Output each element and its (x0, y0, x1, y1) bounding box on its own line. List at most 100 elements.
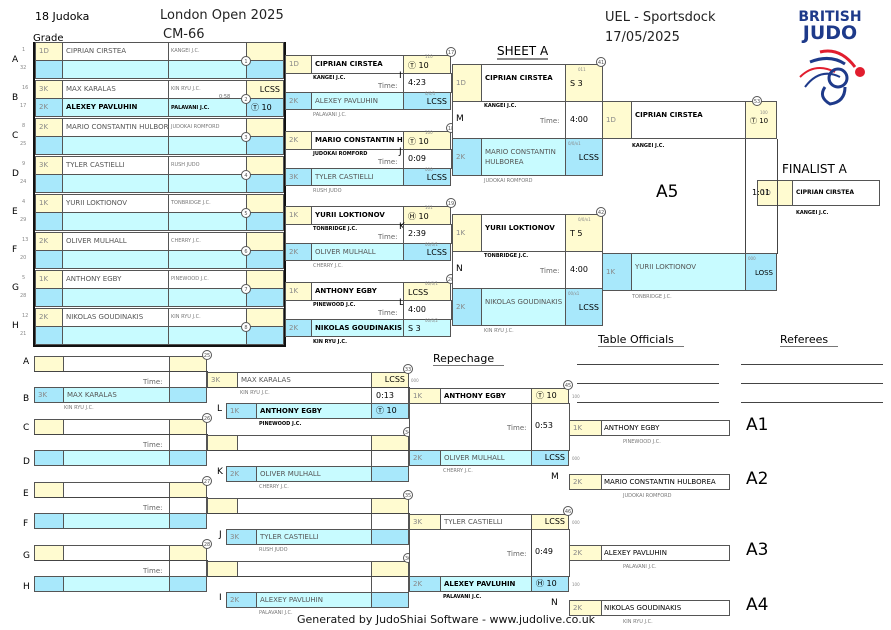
competitor-name[interactable]: MARIO CONSTANTIN HULBOREA (311, 131, 404, 150)
competitor-name[interactable]: YURII LOKTIONOV (481, 214, 566, 252)
placement-label: A1 (746, 415, 769, 435)
competitor-name[interactable] (63, 576, 170, 592)
competitor-name[interactable]: OLIVER MULHALL (311, 243, 404, 261)
competitor-name[interactable] (62, 326, 169, 345)
competitor-name[interactable] (62, 250, 169, 269)
competitor-name[interactable] (63, 450, 170, 466)
club-name: CHERRY J.C. (313, 263, 343, 269)
competitor-name[interactable] (237, 561, 372, 577)
seed-number: 17 (20, 103, 27, 109)
competitor-name[interactable] (62, 288, 169, 307)
official-signature-line[interactable] (577, 364, 719, 365)
competitor-name[interactable]: MAX KARALAS (62, 80, 169, 99)
competitor-name[interactable]: MARIO CONSTANTIN HULBOREA (601, 474, 730, 490)
competitor-name[interactable]: CIPRIAN CIRSTEA (631, 101, 746, 139)
grade-cell: 3K (409, 514, 441, 530)
club-name: RUSH JUDO (259, 547, 288, 553)
competitor-name[interactable]: ANTHONY EGBY (601, 420, 730, 436)
grade-cell (35, 326, 63, 345)
grade-cell: 2K (285, 131, 312, 150)
competitor-name[interactable]: MARIO CONSTANTIN HULBOREA (62, 118, 169, 137)
grade-cell: 2K (569, 600, 602, 616)
seed-number: 12 (22, 313, 29, 319)
competitor-name[interactable]: ALEXEY PAVLUHIN (440, 576, 532, 592)
competitor-name[interactable]: OLIVER MULHALL (440, 450, 532, 466)
club-cell (168, 250, 247, 269)
competitor-name[interactable]: YURII LOKTIONOV (631, 253, 746, 291)
grade-cell (34, 450, 64, 466)
grade-cell: 1D (285, 55, 312, 74)
competitor-name[interactable]: NIKOLAS GOUDINAKIS (601, 600, 730, 616)
competitor-name[interactable]: TYLER CASTIELLI (440, 514, 532, 530)
competitor-name[interactable] (63, 513, 170, 529)
match-number: 35 (403, 490, 413, 500)
club-name: PALAVANI J.C. (443, 594, 482, 600)
competitor-name[interactable] (63, 356, 170, 372)
competitor-name[interactable]: YURII LOKTIONOV (311, 206, 404, 225)
club-cell (168, 212, 247, 231)
logo-line1: BRITISH (798, 9, 862, 25)
official-signature-line[interactable] (577, 383, 719, 384)
competitor-name[interactable] (63, 482, 170, 498)
match-number: 8 (241, 322, 251, 332)
competitor-name[interactable]: YURII LOKTIONOV (62, 194, 169, 213)
competitor-name[interactable] (237, 498, 372, 514)
competitor-name[interactable]: OLIVER MULHALL (62, 232, 169, 251)
competitor-name[interactable]: ANTHONY EGBY (62, 270, 169, 289)
competitor-name[interactable]: OLIVER MULHALL (256, 466, 372, 482)
match-number: 45 (563, 380, 573, 390)
competitor-name[interactable] (237, 435, 372, 451)
competitor-name[interactable] (62, 174, 169, 193)
competitor-name[interactable]: CIPRIAN CIRSTEA (481, 64, 566, 102)
finalist-club: KANGEI J.C. (796, 210, 829, 216)
grade-cell: 2K (285, 243, 312, 261)
competitor-name[interactable] (63, 545, 170, 561)
competitor-name[interactable]: CIPRIAN CIRSTEA (311, 55, 404, 74)
competitor-name[interactable]: TYLER CASTIELLI (311, 168, 404, 186)
time-row (409, 403, 570, 451)
competitor-name[interactable]: ALEXEY PAVLUHIN (62, 98, 169, 117)
grade-cell (34, 356, 64, 372)
match-letter: M (551, 472, 559, 482)
competitor-name[interactable]: TYLER CASTIELLI (256, 529, 372, 545)
club-name: PINEWOOD J.C. (171, 276, 209, 282)
grade-cell (35, 288, 63, 307)
grade-cell: 1D (35, 42, 63, 61)
competitor-name[interactable]: MAX KARALAS (63, 387, 170, 403)
competitor-name[interactable]: ANTHONY EGBY (311, 282, 404, 301)
bracket-line (531, 529, 532, 577)
grade-cell: 2K (569, 474, 602, 490)
competitor-name[interactable]: MAX KARALAS (237, 372, 372, 388)
competitor-name[interactable]: NIKOLAS GOUDINAKIS (311, 319, 404, 337)
competitor-name[interactable]: NIKOLAS GOUDINAKIS (481, 288, 566, 326)
competitor-name[interactable]: ALEXEY PAVLUHIN (256, 592, 372, 608)
bracket-line (531, 403, 532, 451)
competitor-name[interactable]: NIKOLAS GOUDINAKIS (62, 308, 169, 327)
competitor-name[interactable]: TYLER CASTIELLI (62, 156, 169, 175)
result-cell: T 5 (565, 214, 603, 252)
official-signature-line[interactable] (577, 402, 719, 403)
competitor-name[interactable]: ANTHONY EGBY (256, 403, 372, 419)
competitor-name[interactable] (62, 60, 169, 79)
grade-cell: 1K (35, 194, 63, 213)
competitor-name[interactable]: ALEXEY PAVLUHIN (311, 92, 404, 110)
competitor-name[interactable]: ANTHONY EGBY (440, 388, 532, 404)
competitor-name[interactable] (62, 136, 169, 155)
competitor-name[interactable]: MARIO CONSTANTIN HULBOREA (481, 138, 566, 176)
competitor-name[interactable] (63, 419, 170, 435)
match-number: 2 (241, 94, 251, 104)
referee-signature-line[interactable] (741, 383, 883, 384)
competitor-name[interactable] (62, 212, 169, 231)
club-cell (168, 326, 247, 345)
referee-signature-line[interactable] (741, 402, 883, 403)
competitor-name[interactable]: CIPRIAN CIRSTEA (62, 42, 169, 61)
grade-cell: 2K (409, 576, 441, 592)
seed-number: 20 (20, 255, 27, 261)
score-code: 100 (572, 582, 580, 587)
result-cell (246, 118, 284, 137)
grade-cell: 2K (226, 466, 257, 482)
bracket-line (34, 560, 208, 561)
competitor-name[interactable]: ALEXEY PAVLUHIN (601, 545, 730, 561)
seed-number: 21 (20, 331, 27, 337)
referee-signature-line[interactable] (741, 364, 883, 365)
